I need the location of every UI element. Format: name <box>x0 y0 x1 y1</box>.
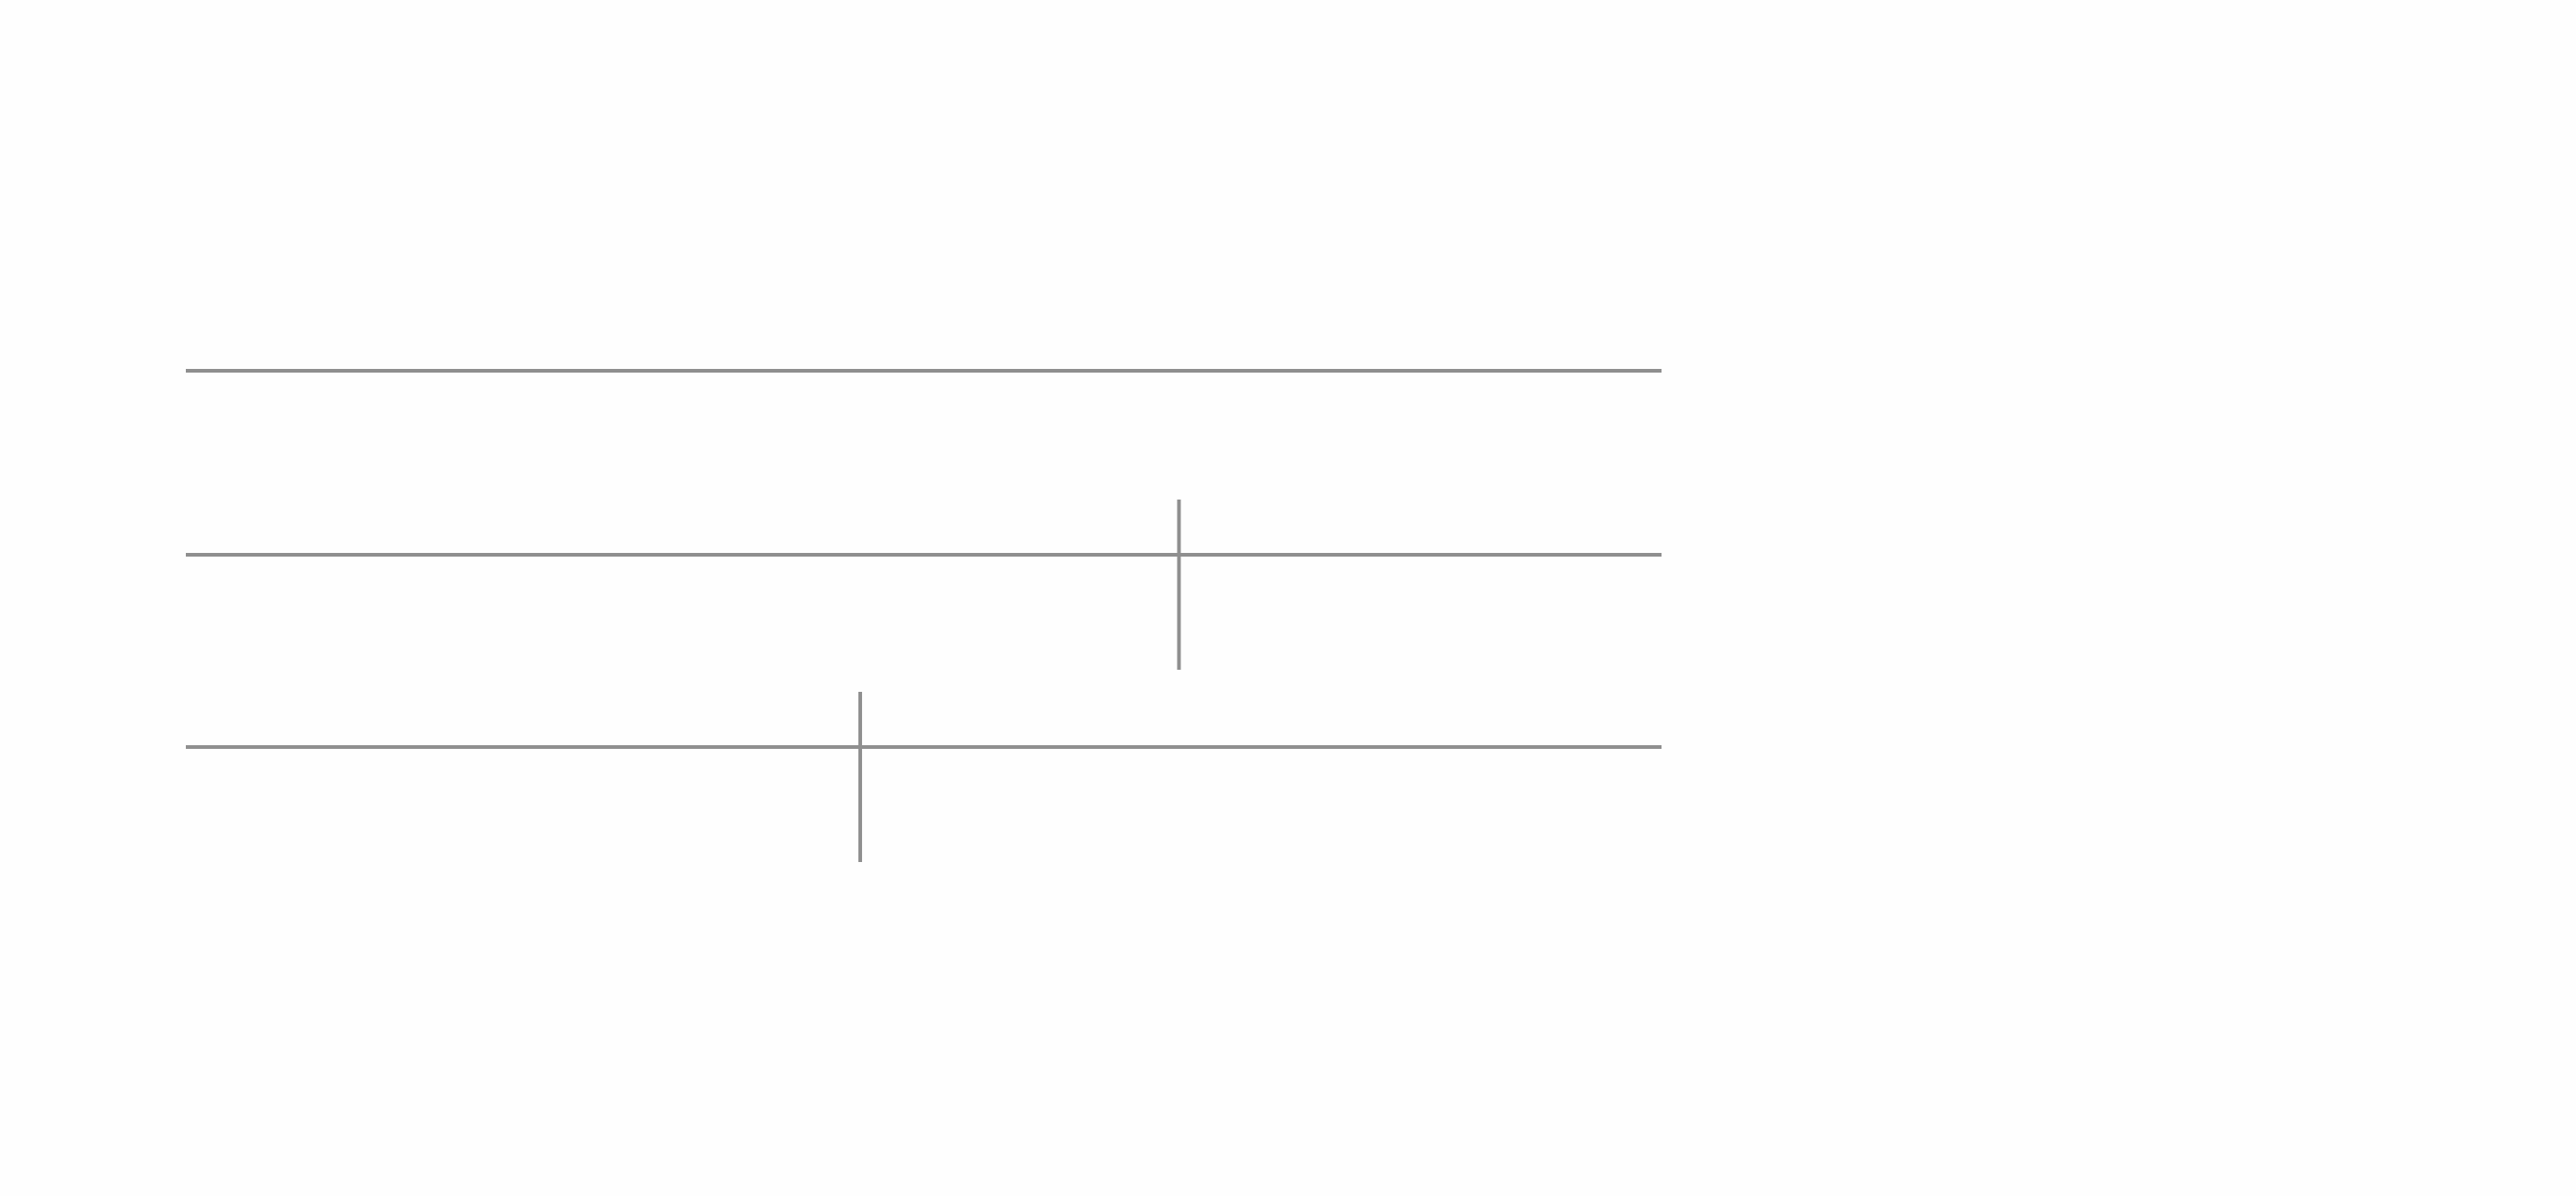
lines-layer <box>186 369 1662 862</box>
